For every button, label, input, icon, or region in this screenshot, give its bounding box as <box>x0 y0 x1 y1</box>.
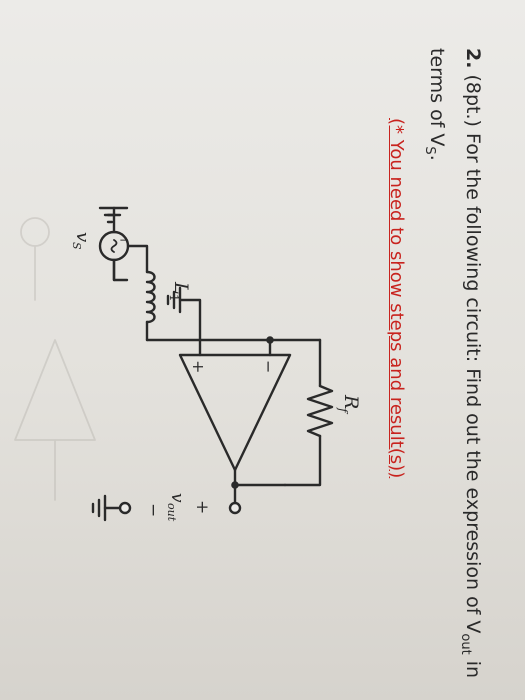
output-plus-label: + <box>192 500 212 514</box>
opamp-triangle <box>178 353 292 472</box>
svg-text:−: − <box>119 233 129 247</box>
source-label: v <box>72 232 93 242</box>
show-through-ghost <box>14 217 96 501</box>
resistor-subscript: f <box>336 407 350 415</box>
opamp-minus-label: − <box>259 360 278 373</box>
vout-label: v <box>167 493 187 503</box>
inductor-coil <box>145 270 156 324</box>
ground-symbol-output <box>91 494 107 522</box>
vout-subscript-label: out <box>165 503 178 522</box>
inductor-label: L <box>170 281 192 295</box>
inductor-subscript: 1 <box>167 294 181 302</box>
source-subscript: S <box>70 242 83 250</box>
wire-source-inductor <box>126 244 149 274</box>
wire-output-up <box>233 468 287 487</box>
source-tilde-icon <box>110 239 118 253</box>
wire-plus-input <box>178 298 202 357</box>
feedback-resistor <box>306 384 334 438</box>
output-terminal <box>228 501 242 515</box>
wire-feedback-right <box>283 434 322 487</box>
ground-symbol-plus <box>166 286 182 314</box>
ground-terminal <box>118 501 132 515</box>
output-minus-label: − <box>143 503 163 517</box>
resistor-label: R <box>340 394 362 409</box>
opamp-plus-label: + <box>189 360 208 373</box>
